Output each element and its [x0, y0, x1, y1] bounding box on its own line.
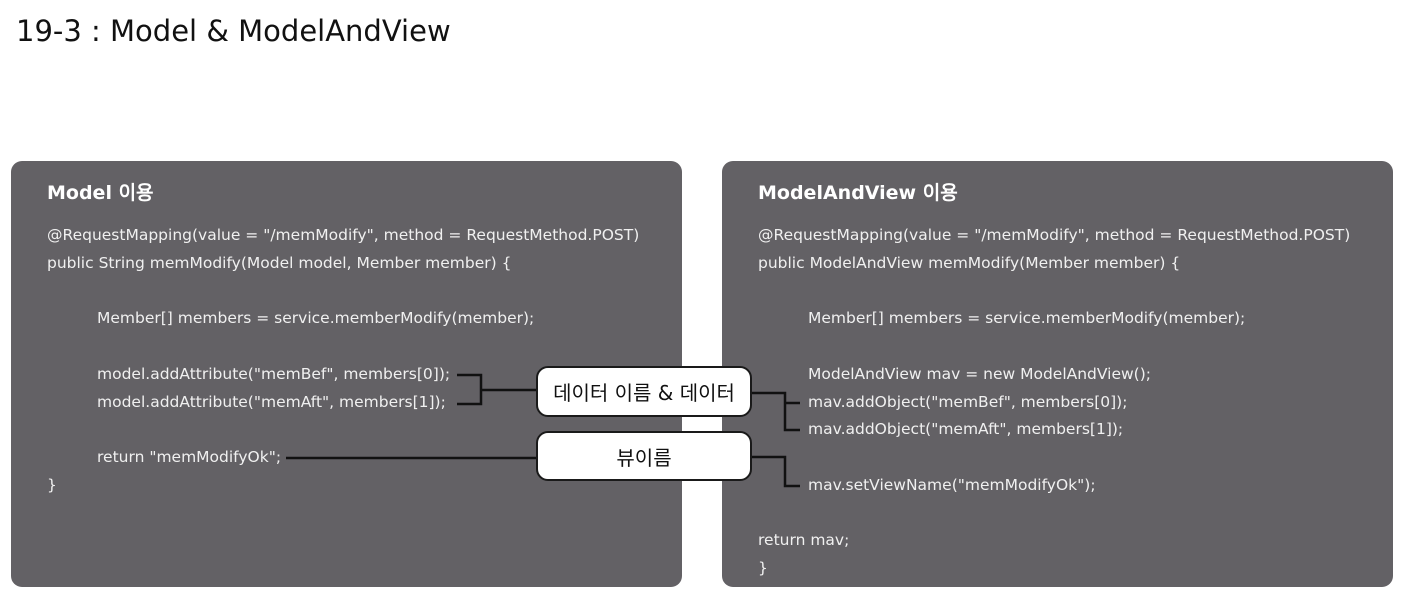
code-line: mav.setViewName("memModifyOk"); [808, 476, 1096, 494]
code-line: @RequestMapping(value = "/memModify", me… [47, 226, 640, 244]
modelandview-panel-title: ModelAndView 이용 [758, 182, 958, 204]
code-line: mav.addObject("memBef", members[0]); [808, 393, 1128, 411]
code-line: Member[] members = service.memberModify(… [808, 309, 1246, 327]
code-line: public String memModify(Model model, Mem… [47, 254, 512, 272]
code-line: public ModelAndView memModify(Member mem… [758, 254, 1181, 272]
code-line: @RequestMapping(value = "/memModify", me… [758, 226, 1351, 244]
model-panel-title: Model 이용 [47, 182, 154, 204]
code-line: model.addAttribute("memBef", members[0])… [97, 365, 451, 383]
code-line: return mav; [758, 531, 850, 549]
code-line: ModelAndView mav = new ModelAndView(); [808, 365, 1151, 383]
code-line: mav.addObject("memAft", members[1]); [808, 420, 1124, 438]
modelandview-panel: ModelAndView 이용 @RequestMapping(value = … [722, 161, 1393, 587]
code-line: return "memModifyOk"; [97, 448, 282, 466]
code-line: } [758, 559, 768, 577]
code-line: } [47, 476, 57, 494]
page-title: 19-3 : Model & ModelAndView [16, 14, 451, 48]
code-line: Member[] members = service.memberModify(… [97, 309, 535, 327]
code-line: model.addAttribute("memAft", members[1])… [97, 393, 446, 411]
view-name-callout: 뷰이름 [536, 431, 752, 481]
data-name-callout: 데이터 이름 & 데이터 [536, 366, 752, 417]
